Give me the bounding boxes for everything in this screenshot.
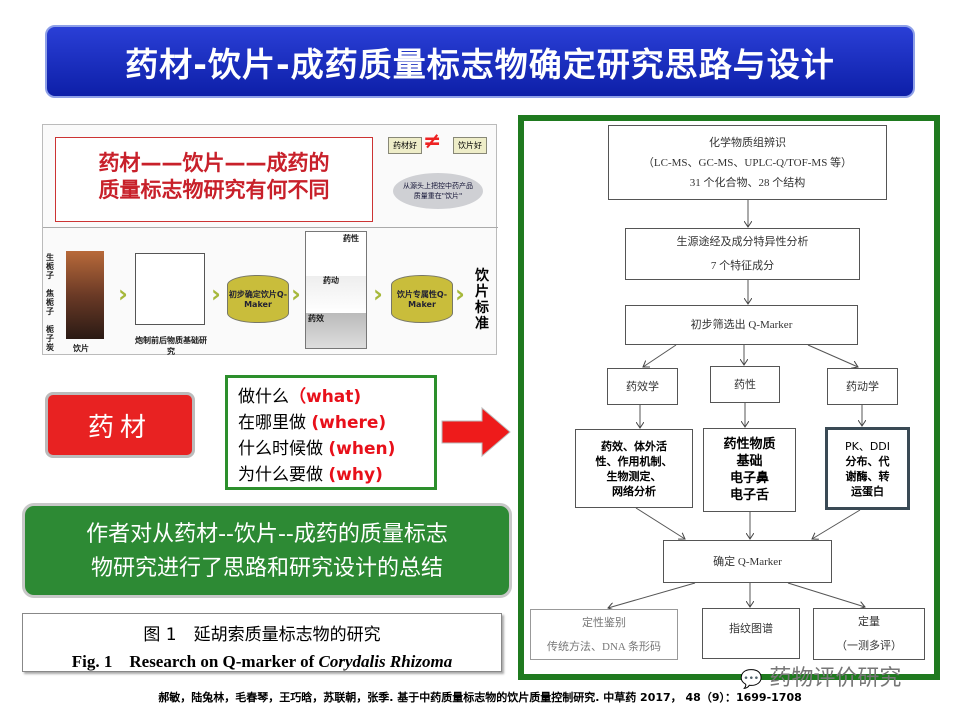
caption-en: Fig. 1 Research on Q-marker of Corydalis… — [71, 652, 453, 671]
flow-box-quantitative: 定量（一测多评） — [813, 608, 925, 660]
arrow-right-icon — [441, 406, 511, 458]
chevron-icon: › — [211, 280, 221, 308]
comparison-figure: 药材——饮片——成药的质量标志物研究有何不同 药材好 ≠ 饮片好 从源头上把控中… — [42, 124, 498, 356]
slide-title: 药材-饮片-成药质量标志物确定研究思路与设计 — [45, 25, 915, 98]
flow-box-fingerprint: 指纹图谱 — [702, 608, 800, 659]
herb-photo — [66, 251, 104, 339]
label-yinpian: 饮片 — [73, 344, 89, 353]
label-study: 炮制前后物质基础研究 — [135, 336, 207, 356]
flow-box-chemical-identification: 化学物质组辨识（LC-MS、GC-MS、UPLC-Q/TOF-MS 等）31 个… — [608, 125, 887, 200]
flow-box-efficacy-details: 药效、体外活性、作用机制、生物测定、网络分析 — [575, 429, 693, 508]
questions-box: 做什么（what) 在哪里做 (where) 什么时候做 (when) 为什么要… — [225, 375, 437, 490]
watermark: 💬 药物评价研究 — [740, 666, 902, 691]
tag-herb-good: 药材好 — [388, 137, 422, 154]
flow-box-property-details: 药性物质基础电子鼻电子舌 — [703, 428, 796, 512]
chevron-icon: › — [118, 280, 128, 308]
flow-box-drug-property: 药性 — [710, 366, 780, 403]
question-item: 做什么（what) — [238, 387, 362, 407]
chevron-icon: › — [291, 280, 301, 308]
caption-cn: 图 1 延胡索质量标志物的研究 — [143, 625, 381, 645]
side-labels: 生栀子焦栀子栀子炭 — [46, 253, 54, 352]
question-item: 在哪里做 (where) — [238, 413, 387, 433]
question-item: 什么时候做 (when) — [238, 439, 396, 459]
cylinder-initial-qmarker: 初步确定饮片Q-Maker — [227, 275, 289, 323]
label-yaodong: 药动 — [323, 276, 339, 285]
summary-box: 作者对从药材--饮片--成药的质量标志物研究进行了思路和研究设计的总结 — [22, 503, 512, 598]
citation: 郝敏，陆兔林，毛春琴，王巧晗，苏联朝，张季. 基于中药质量标志物的饮片质量控制研… — [158, 691, 802, 704]
herb-label-box: 药材 — [45, 392, 195, 458]
figure-caption: 图 1 延胡索质量标志物的研究 Fig. 1 Research on Q-mar… — [22, 613, 502, 672]
flow-box-qualitative: 定性鉴别传统方法、DNA 条形码 — [530, 609, 678, 660]
speech-bubble: 从源头上把控中药产品质量重在"饮片" — [393, 173, 483, 209]
heading-line: 质量标志物研究有何不同 — [98, 178, 330, 202]
property-images — [305, 231, 367, 349]
chevron-icon: › — [455, 280, 465, 308]
tag-slice-good: 饮片好 — [453, 137, 487, 154]
not-equal-icon: ≠ — [423, 129, 442, 154]
label-standard: 饮片标准 — [475, 268, 489, 332]
flow-box-pharmacodynamics: 药效学 — [607, 368, 678, 405]
flow-box-pharmacokinetics: 药动学 — [827, 368, 898, 405]
summary-line: 作者对从药材--饮片--成药的质量标志 — [86, 522, 448, 547]
label-yaoxiao: 药效 — [308, 314, 324, 323]
summary-line: 物研究进行了思路和研究设计的总结 — [90, 556, 443, 581]
wechat-icon: 💬 — [740, 669, 763, 690]
cylinder-specific-qmarker: 饮片专属性Q-Maker — [391, 275, 453, 323]
flow-box-confirm-qmarker: 确定 Q-Marker — [663, 540, 832, 583]
chevron-icon: › — [373, 280, 383, 308]
flow-box-initial-qmarker: 初步筛选出 Q-Marker — [625, 305, 858, 345]
chromatogram-image — [135, 253, 205, 325]
divider — [43, 227, 498, 228]
label-yaoxing: 药性 — [343, 234, 359, 243]
panel-heading: 药材——饮片——成药的质量标志物研究有何不同 — [55, 137, 373, 222]
heading-line: 药材——饮片——成药的 — [98, 151, 330, 175]
question-item: 为什么要做 (why) — [238, 465, 383, 485]
